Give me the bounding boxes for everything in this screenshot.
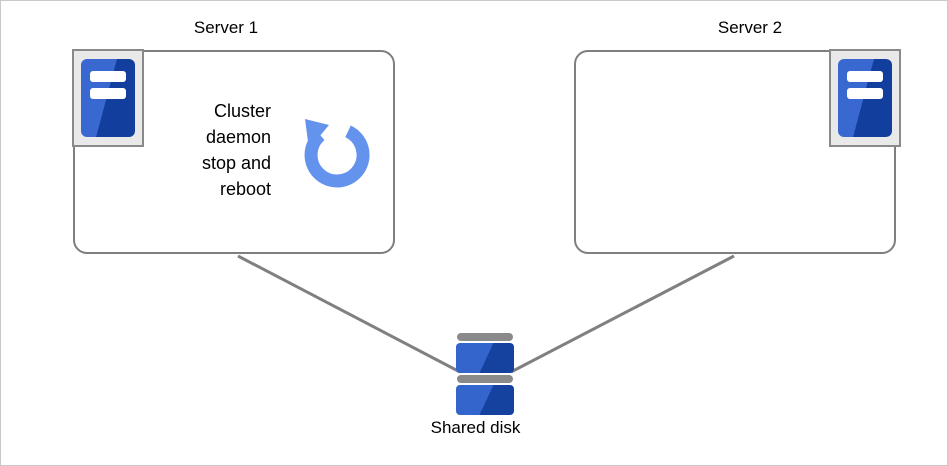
connector-server1-disk [237, 254, 461, 374]
server-tower-slot [90, 71, 126, 82]
reboot-icon [304, 119, 370, 188]
server1-note: Cluster daemon stop and reboot [201, 101, 271, 199]
server-tower-slot [847, 71, 883, 82]
connector-server2-disk [510, 254, 735, 374]
server-tower-slot [90, 88, 126, 99]
server1-title: Server 1 [193, 18, 259, 37]
shared-disk-icon [456, 333, 514, 417]
disk-platter [456, 385, 514, 415]
disk-platter [456, 343, 514, 373]
server-tower-body [838, 59, 892, 137]
reboot-icon-arrowhead [305, 119, 329, 149]
disk-cap [457, 333, 513, 341]
disk-cap [457, 375, 513, 383]
reboot-icon-arc [304, 125, 370, 188]
server-tower-icon [829, 49, 901, 147]
server-tower-icon [72, 49, 144, 147]
server-tower-slot [847, 88, 883, 99]
server-tower-body [81, 59, 135, 137]
shared-disk-label: Shared disk [430, 418, 521, 437]
server2-title: Server 2 [717, 18, 783, 37]
